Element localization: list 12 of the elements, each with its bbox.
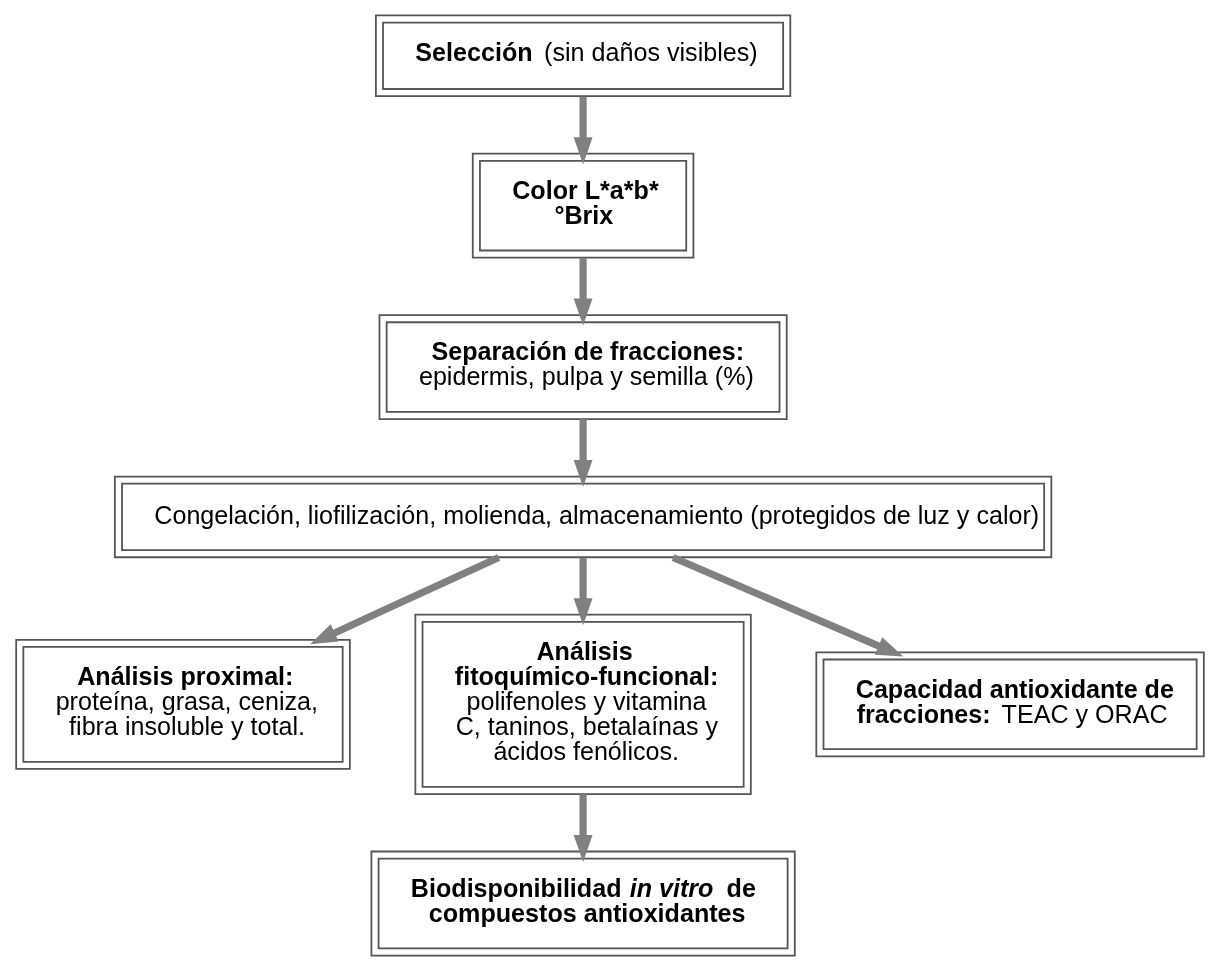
- node-box: Biodisponibilidad in vitro de compuestos antioxidantes: [370, 850, 796, 957]
- arrow: [573, 557, 593, 626]
- node-box: Color L*a*b* °Brix: [471, 152, 694, 259]
- arrow: [671, 554, 903, 657]
- arrow: [309, 554, 500, 645]
- node-box: Congelación, liofilización, molienda, almacenamiento (protegidos de luz y calor): [113, 475, 1052, 559]
- node-box: Análisis fitoquímico-funcional: polifenoles y vitamina C, taninos, betalaínas y ácidos fenólicos.: [413, 613, 752, 795]
- node-box: Análisis proximal: proteína, grasa, ceniza, fibra insoluble y total.: [14, 638, 351, 770]
- node-box: Capacidad antioxidante de fracciones: TEAC y ORAC: [814, 651, 1205, 758]
- node-box: Selección (sin daños visibles): [374, 14, 791, 98]
- node-box: Separación de fracciones: epidermis, pulpa y semilla (%): [378, 314, 788, 420]
- arrow: [573, 96, 593, 165]
